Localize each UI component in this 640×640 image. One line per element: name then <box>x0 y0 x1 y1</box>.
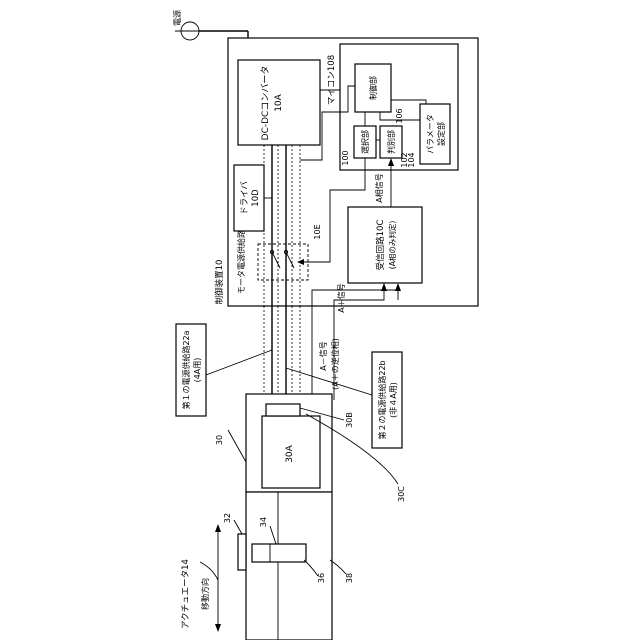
a-phase-signal-label: A相信号 <box>374 173 384 202</box>
switch-ref: 10E <box>313 224 322 239</box>
actuator-leader <box>200 562 218 580</box>
motor-supply-path-label: モータ電源供給路 <box>236 230 246 294</box>
ref-32-label: 32 <box>223 513 232 523</box>
ref-30-leader <box>228 430 246 462</box>
ref-30b-label: 30B <box>345 412 354 428</box>
first-path-label: 第１の電源供給路22a <box>181 330 191 409</box>
movement-direction-arrow <box>215 524 221 632</box>
a-plus-signal-label: A＋信号 <box>336 283 346 312</box>
control-unit-ref: 106 <box>395 108 404 123</box>
ref-30-label: 30 <box>215 435 224 445</box>
selector-ref: 100 <box>341 150 350 165</box>
receiver-label: 受信回路10C <box>375 220 386 271</box>
table-32 <box>238 534 246 570</box>
ref-32-leader <box>234 520 242 534</box>
receiver-sub-label: (A相のみ判定) <box>387 221 397 270</box>
second-path-sub: (非４A用) <box>388 382 398 418</box>
ref-30a-label: 30A <box>285 444 295 462</box>
selector-label: 選択部 <box>360 130 370 154</box>
power-label: 電源 <box>173 10 182 26</box>
move-direction-label: 移動方向 <box>200 578 210 610</box>
actuator-label: アクチュエータ14 <box>181 559 191 629</box>
first-path-leader <box>206 350 272 375</box>
driver-ref: 10D <box>251 189 261 207</box>
parameter-label-2: 設定部 <box>436 122 446 146</box>
second-path-leader <box>286 368 372 395</box>
ref-36-label: 36 <box>317 573 326 583</box>
slider-36 <box>252 544 306 562</box>
ref-38-label: 38 <box>345 573 354 583</box>
dcdc-ref: 10A <box>274 93 284 111</box>
control-device-label: 制御装置10 <box>214 260 225 305</box>
discriminator-ref: 102 <box>400 152 409 167</box>
parameter-label: パラメータ <box>426 114 435 154</box>
second-path-label: 第２の電源供給路22b <box>377 360 387 439</box>
microcomputer-label: マイコン108 <box>327 55 337 105</box>
connector-30b <box>266 404 300 416</box>
control-unit-label: 制御部 <box>368 76 378 100</box>
ref-30c-label: 30C <box>397 486 406 502</box>
dcdc-label: DC-DCコンバータ <box>260 66 271 141</box>
driver-label: ドライバ <box>240 181 250 215</box>
first-path-sub: (4A用) <box>193 358 202 383</box>
discriminator-label: 判別部 <box>386 130 396 154</box>
a-minus-signal-label: A－信号 <box>318 341 328 370</box>
ref-34-label: 34 <box>259 517 268 527</box>
actuator-body <box>246 492 332 640</box>
